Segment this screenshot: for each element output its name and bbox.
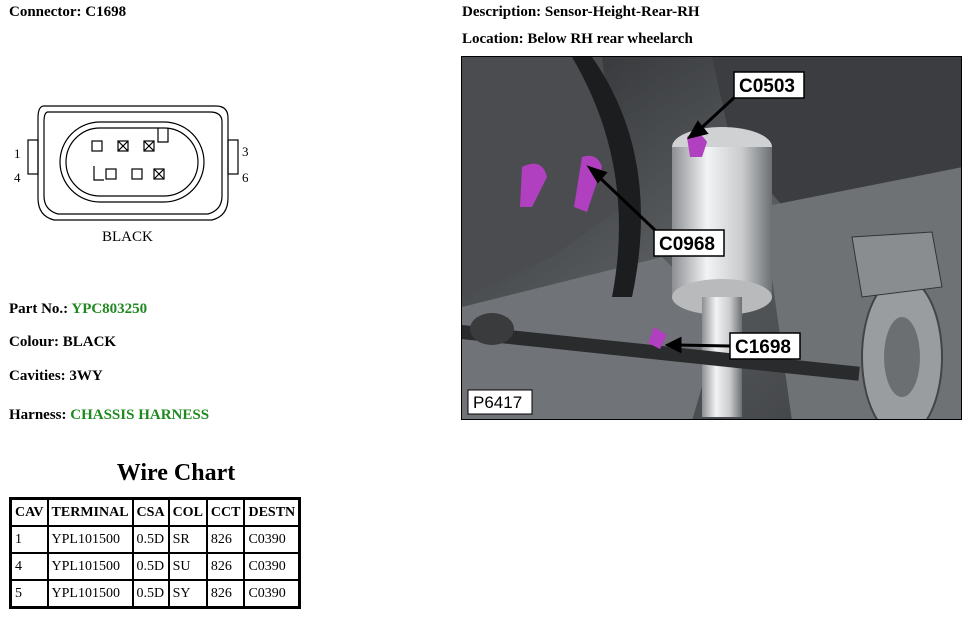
cell-csa: 0.5D: [131, 579, 170, 609]
connector-value: C1698: [85, 4, 127, 20]
wire-chart-title: Wire Chart: [116, 460, 236, 486]
photo-ref-code: P6417: [473, 393, 522, 412]
header-destn: DESTN: [243, 497, 301, 527]
header-col: COL: [167, 497, 208, 527]
part-number-value[interactable]: YPC803250: [71, 301, 148, 317]
connector-oval: [59, 121, 205, 203]
cell-col: SY: [167, 579, 208, 609]
cavities-value: 3WY: [69, 368, 103, 384]
connector-title: Connector: C1698: [9, 4, 126, 21]
table-row: 4 YPL101500 0.5D SU 826 C0390: [9, 552, 301, 581]
cell-terminal: YPL101500: [46, 525, 134, 554]
connector-colour-caption: BLACK: [102, 229, 153, 245]
header-cct: CCT: [205, 497, 246, 527]
cell-csa: 0.5D: [131, 552, 170, 581]
pin-cavity-4: [105, 168, 117, 180]
cell-csa: 0.5D: [131, 525, 170, 554]
header-csa: CSA: [131, 497, 170, 527]
location-illustration: C0503 C0968 C1698 P6417: [462, 57, 961, 419]
colour: Colour: BLACK: [9, 334, 116, 351]
pin-cavity-6: [153, 168, 165, 180]
cell-terminal: YPL101500: [46, 579, 134, 609]
cell-terminal: YPL101500: [46, 552, 134, 581]
callout-c0503: C0503: [739, 76, 795, 97]
cell-cav: 4: [9, 552, 49, 581]
header-terminal: TERMINAL: [46, 497, 134, 527]
colour-value: BLACK: [62, 334, 117, 350]
connector-housing: [37, 105, 229, 221]
colour-label: Colour:: [9, 334, 59, 350]
callout-c0968: C0968: [659, 234, 715, 255]
connector-label: Connector:: [9, 4, 82, 20]
cell-destn: C0390: [243, 552, 301, 581]
header-cav: CAV: [9, 497, 49, 527]
location-photo: C0503 C0968 C1698 P6417: [461, 56, 962, 420]
cell-cav: 5: [9, 579, 49, 609]
location-value: Below RH rear wheelarch: [527, 31, 693, 47]
connector-diagram: 1 4 3 6 BLACK: [14, 105, 249, 245]
cell-cct: 826: [205, 552, 246, 581]
cavities: Cavities: 3WY: [9, 368, 103, 385]
cell-cav: 1: [9, 525, 49, 554]
table-row: 5 YPL101500 0.5D SY 826 C0390: [9, 579, 301, 609]
callout-c1698: C1698: [735, 337, 791, 358]
harness: Harness: CHASSIS HARNESS: [9, 407, 209, 424]
harness-label: Harness:: [9, 407, 67, 423]
pin-cavity-1: [91, 140, 103, 152]
part-number: Part No.: YPC803250: [9, 301, 147, 318]
cell-cct: 826: [205, 579, 246, 609]
table-row: 1 YPL101500 0.5D SR 826 C0390: [9, 525, 301, 554]
cell-destn: C0390: [243, 579, 301, 609]
part-number-label: Part No.:: [9, 301, 69, 317]
harness-value[interactable]: CHASSIS HARNESS: [70, 407, 210, 423]
cell-col: SR: [167, 525, 208, 554]
pin-label-3: 3: [242, 144, 249, 159]
pin-cavity-5: [131, 168, 143, 180]
table-header-row: CAV TERMINAL CSA COL CCT DESTN: [9, 497, 301, 527]
description: Description: Sensor-Height-Rear-RH: [462, 4, 700, 21]
pin-cavity-3: [143, 140, 155, 152]
cell-col: SU: [167, 552, 208, 581]
location-label: Location:: [462, 31, 524, 47]
cell-cct: 826: [205, 525, 246, 554]
pin-label-4: 4: [14, 170, 21, 185]
location: Location: Below RH rear wheelarch: [462, 31, 693, 48]
pin-cavity-2: [117, 140, 129, 152]
pin-label-1: 1: [14, 146, 21, 161]
description-label: Description:: [462, 4, 542, 20]
pin-label-6: 6: [242, 170, 249, 185]
description-value: Sensor-Height-Rear-RH: [544, 4, 700, 20]
cavities-label: Cavities:: [9, 368, 66, 384]
cell-destn: C0390: [243, 525, 301, 554]
wire-chart-table: CAV TERMINAL CSA COL CCT DESTN 1 YPL1015…: [9, 497, 302, 609]
